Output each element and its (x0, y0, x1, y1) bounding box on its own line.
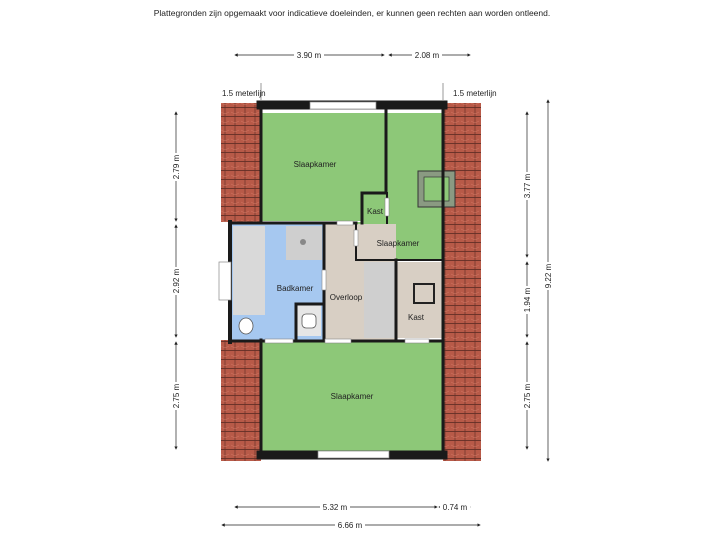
room-label-overloop: Overloop (330, 293, 363, 302)
room-slaapkamer-top-right (387, 113, 443, 225)
attic-hatch-icon (413, 283, 435, 304)
meterlijn-lines (260, 83, 444, 100)
meterlijn-label-left: 1.5 meterlijn (222, 89, 266, 98)
room-kast-small (362, 194, 388, 222)
roof-tiles-right (443, 103, 481, 461)
dim-bottom-inner: 5.32 m (323, 503, 348, 512)
dim-right-total: 9.22 m (544, 263, 553, 288)
window-left-bath (218, 261, 232, 301)
skylight-inner (423, 176, 450, 202)
sink-icon (238, 317, 254, 335)
dim-top-right-width: 2.08 m (415, 51, 440, 60)
room-label-kast-right: Kast (408, 313, 425, 322)
room-label-badkamer: Badkamer (277, 284, 314, 293)
shower-drain-icon (300, 239, 306, 245)
room-label-slaapkamer-bottom: Slaapkamer (331, 392, 374, 401)
dim-left-middle: 2.92 m (172, 268, 181, 293)
meterlijn-label-right: 1.5 meterlijn (453, 89, 497, 98)
roof-tiles-left (221, 103, 261, 222)
dim-left-top: 2.79 m (172, 154, 181, 179)
dim-right-bottom: 2.75 m (523, 383, 532, 408)
toilet-icon (301, 313, 317, 329)
dim-bottom-right: 0.74 m (443, 503, 468, 512)
dim-top-left-width: 3.90 m (297, 51, 322, 60)
room-label-slaapkamer-top-left: Slaapkamer (294, 160, 337, 169)
stairs (364, 262, 396, 338)
disclaimer-text: Plattegronden zijn opgemaakt voor indica… (154, 8, 550, 18)
window-bottom (317, 450, 390, 459)
roof-tiles-left-lower (221, 340, 261, 461)
dim-bottom-total: 6.66 m (338, 521, 363, 530)
room-slaapkamer-bottom (261, 342, 443, 451)
window-top (309, 101, 377, 110)
room-label-kast-small: Kast (367, 207, 384, 216)
bath-tub (233, 226, 265, 315)
door-gaps (264, 197, 430, 344)
room-label-slaapkamer-right: Slaapkamer (377, 239, 420, 248)
dim-right-top: 3.77 m (523, 173, 532, 198)
dim-right-middle: 1.94 m (523, 287, 532, 312)
dim-left-bottom: 2.75 m (172, 383, 181, 408)
